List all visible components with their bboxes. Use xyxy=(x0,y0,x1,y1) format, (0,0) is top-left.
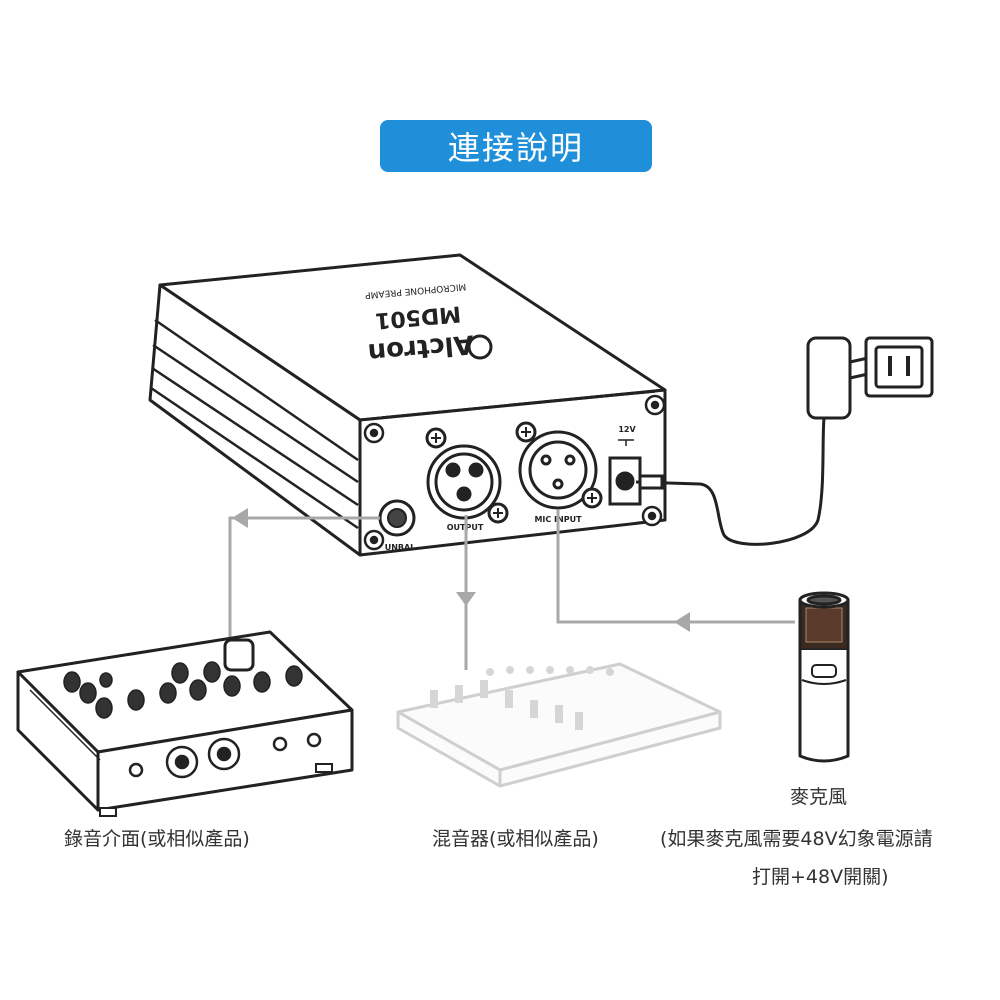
screw-icons xyxy=(363,394,666,551)
title-badge: 連接說明 xyxy=(380,120,652,172)
mixer-unit xyxy=(396,662,722,788)
caption-interface: 錄音介面(或相似產品) xyxy=(64,828,250,850)
interface-ports-icon xyxy=(128,732,322,779)
interface-knobs-icon xyxy=(63,661,303,719)
caption-note-line1: (如果麥克風需要48V幻象電源請 xyxy=(660,828,933,850)
mixer-faders-icon xyxy=(430,666,614,730)
unbal-label: UNBAL xyxy=(385,543,416,552)
power-adapter-icon xyxy=(806,336,869,420)
microphone-icon xyxy=(798,591,850,763)
xlr-input-icon xyxy=(515,421,603,510)
unbal-jack-icon xyxy=(378,499,416,537)
alctron-logo-icon xyxy=(467,334,493,360)
caption-note-line2: 打開+48V開關) xyxy=(752,866,889,888)
title-text: 連接說明 xyxy=(447,129,584,167)
xlr-output-icon xyxy=(425,427,509,524)
arrow-heads xyxy=(232,508,690,632)
power-cable xyxy=(635,417,826,546)
caption-mixer: 混音器(或相似產品) xyxy=(432,828,599,850)
interface-feet xyxy=(99,763,333,817)
recording-interface xyxy=(16,630,354,812)
power-port-label: 12V xyxy=(618,425,636,434)
caption-mic: 麥克風 xyxy=(790,786,848,808)
arrow-to-interface xyxy=(228,516,380,650)
wall-outlet-icon xyxy=(864,336,934,398)
arrow-from-mic xyxy=(556,510,795,624)
